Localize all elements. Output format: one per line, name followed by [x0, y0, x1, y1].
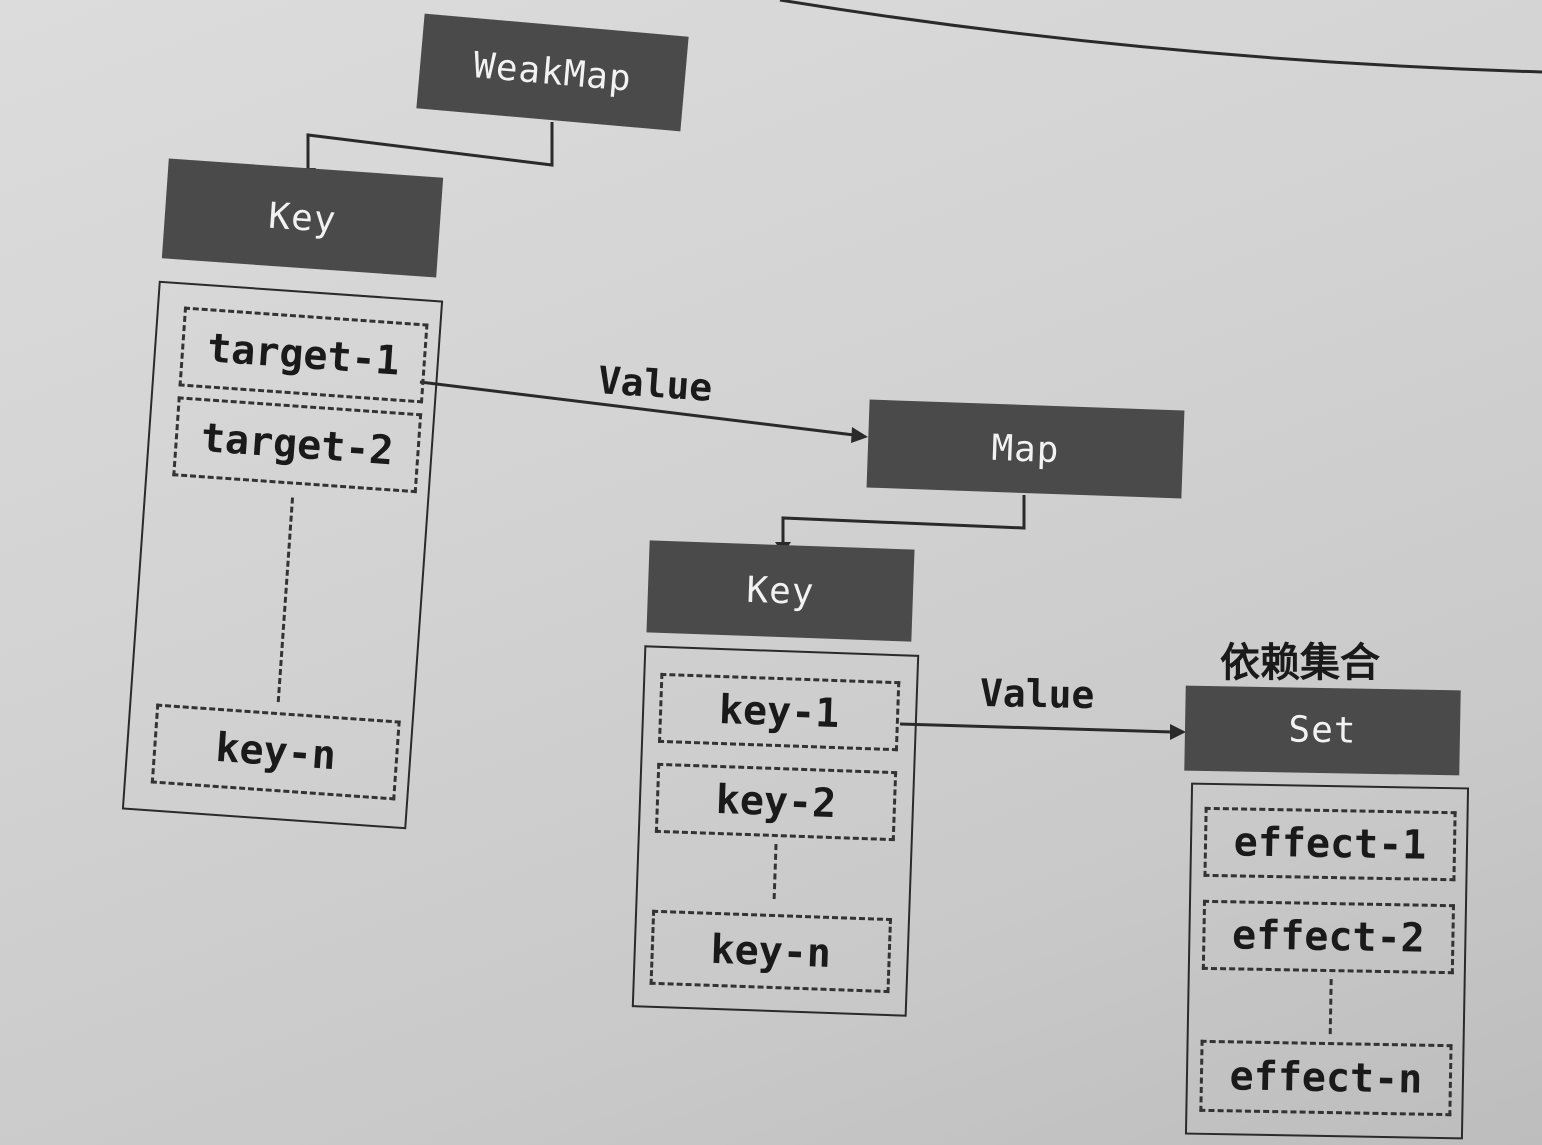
key-item-key-n: key-n [150, 703, 401, 801]
dependency-set-heading: 依赖集合 [1220, 640, 1380, 686]
level2-key-list: key-1 key-2 key-n [631, 645, 920, 1017]
weakmap-title: WeakMap [471, 45, 634, 100]
effect-item-n: effect-n [1199, 1039, 1453, 1117]
ellipsis-connector [1328, 979, 1333, 1035]
key-header-level2-label: Key [745, 569, 816, 613]
key-header-level2: Key [646, 540, 915, 642]
level1-key-list: target-1 target-2 key-n [121, 280, 444, 830]
key-header-level1-label: Key [267, 195, 338, 241]
value-label-set: Value [979, 671, 1095, 717]
key-item-key-2: key-2 [654, 762, 898, 842]
value-label-map: Value [596, 358, 714, 410]
key-header-level1: Key [161, 158, 444, 278]
map-node: Map [866, 399, 1185, 499]
key-item-target-1: target-1 [178, 306, 429, 404]
ellipsis-connector [276, 497, 295, 703]
key-item-target-2: target-2 [172, 396, 423, 494]
map-title: Map [990, 427, 1061, 471]
key-item-key-n-2: key-n [649, 909, 893, 994]
effect-item-2: effect-2 [1201, 899, 1456, 975]
key-item-key-1: key-1 [658, 672, 901, 752]
ellipsis-connector [772, 843, 778, 900]
effect-set-list: effect-1 effect-2 effect-n [1184, 782, 1470, 1140]
set-node: Set [1184, 685, 1461, 776]
set-title: Set [1288, 709, 1357, 752]
effect-item-1: effect-1 [1203, 806, 1457, 882]
